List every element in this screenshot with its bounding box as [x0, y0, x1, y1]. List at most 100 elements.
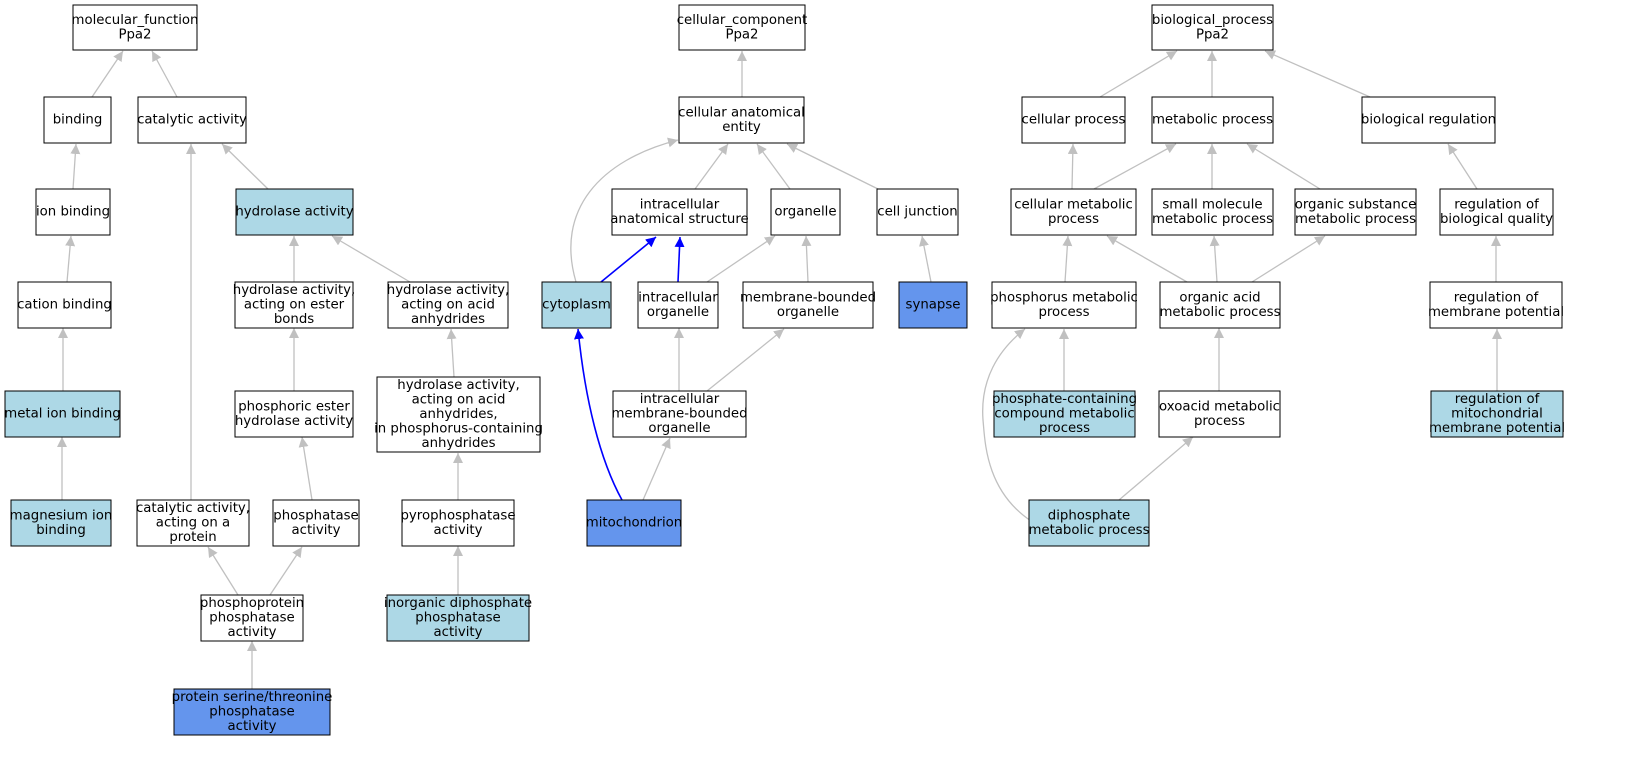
node-box: [1158, 390, 1281, 438]
node-synapse[interactable]: synapse: [898, 281, 968, 329]
node-label-line: phosphate-containing: [992, 392, 1137, 407]
node-metalion[interactable]: metal ion binding: [4, 390, 121, 438]
node-hydroacid[interactable]: hydrolase activity,acting on acidanhydri…: [387, 281, 509, 329]
node-label-line: Ppa2: [725, 27, 758, 42]
edge-membound-to-organelle: [801, 235, 812, 283]
node-label-line: hydrolase activity,: [233, 283, 355, 298]
node-label-line: process: [1194, 414, 1245, 429]
node-label-line: biological regulation: [1361, 113, 1496, 128]
node-organelle[interactable]: organelle: [770, 188, 841, 236]
node-box: [272, 499, 360, 547]
node-label-line: cell junction: [877, 205, 957, 220]
node-sertyr[interactable]: protein serine/threoninephosphataseactiv…: [172, 688, 333, 736]
node-label-line: hydrolase activity: [235, 414, 353, 429]
node-label-line: Ppa2: [1196, 27, 1229, 42]
node-label-line: ion binding: [36, 205, 110, 220]
node-label-line: hydrolase activity,: [387, 283, 509, 298]
node-box: [1430, 390, 1564, 438]
edge-cationbind-to-ionbind: [65, 235, 76, 283]
node-cationbind[interactable]: cation binding: [17, 281, 112, 329]
node-box: [1151, 96, 1274, 144]
node-hydroacidP[interactable]: hydrolase activity,acting on acidanhydri…: [374, 376, 543, 453]
node-label-line: activity: [227, 719, 276, 734]
node-bioreg[interactable]: biological regulation: [1361, 96, 1496, 144]
node-label-line: metabolic process: [1295, 212, 1416, 227]
edge-phosprot-to-catprot: [207, 546, 239, 596]
node-label-line: activity: [227, 625, 276, 640]
node-label-line: intracellular: [638, 290, 718, 305]
edge-phosphatase-to-phosester: [298, 436, 313, 501]
node-catalytic[interactable]: catalytic activity: [137, 96, 247, 144]
node-box: [137, 96, 247, 144]
node-label-line: small molecule: [1162, 197, 1262, 212]
node-label-line: phosphorus metabolic: [990, 290, 1138, 305]
node-label-line: regulation of: [1454, 290, 1539, 305]
node-label-line: process: [1048, 212, 1099, 227]
node-hydrolase[interactable]: hydrolase activity: [235, 188, 354, 236]
node-mito[interactable]: mitochondrion: [586, 499, 682, 547]
node-celljunc[interactable]: cell junction: [876, 188, 959, 236]
node-label-line: activity: [433, 523, 482, 538]
node-label-line: magnesium ion: [10, 508, 113, 523]
node-box: [387, 281, 509, 329]
edge-intraorg-to-organelle: [706, 235, 776, 283]
node-label-line: cellular_component: [677, 13, 808, 28]
node-label-line: membrane potential: [1428, 305, 1564, 320]
node-label-line: phosphoric ester: [238, 399, 350, 414]
node-label-line: inorganic diphosphate: [384, 596, 532, 611]
edge-mito-to-cytoplasm: [574, 328, 623, 501]
node-box: [993, 390, 1136, 438]
edge-orgacid-to-smallmol: [1209, 235, 1220, 283]
node-metproc[interactable]: metabolic process: [1151, 96, 1274, 144]
edge-cellmet-to-metproc: [1093, 143, 1177, 190]
node-label-line: cellular anatomical: [678, 105, 805, 120]
node-label-line: catalytic activity: [137, 113, 247, 128]
node-box: [1028, 499, 1150, 547]
node-cytoplasm[interactable]: cytoplasm: [541, 281, 612, 329]
node-label-line: metabolic process: [1152, 113, 1273, 128]
edge-phosprot-to-phosphatase: [269, 546, 303, 596]
node-binding[interactable]: binding: [43, 96, 112, 144]
node-ionbind[interactable]: ion binding: [35, 188, 111, 236]
node-cellproc[interactable]: cellular process: [1021, 96, 1126, 144]
edge-phosmet-to-cellmet: [1062, 235, 1073, 283]
edge-organelle-to-cae: [756, 143, 791, 190]
node-label-line: phosphoprotein: [200, 596, 304, 611]
edge-cytoplasm-to-ias: [600, 236, 657, 283]
node-label-line: binding: [53, 113, 103, 128]
node-box: [611, 188, 748, 236]
node-label-line: entity: [722, 120, 761, 135]
node-label-line: organelle: [647, 305, 709, 320]
node-label-line: anhydrides: [411, 312, 485, 327]
node-box: [136, 499, 250, 547]
node-label-line: regulation of: [1455, 392, 1540, 407]
node-label-line: metal ion binding: [4, 407, 120, 422]
